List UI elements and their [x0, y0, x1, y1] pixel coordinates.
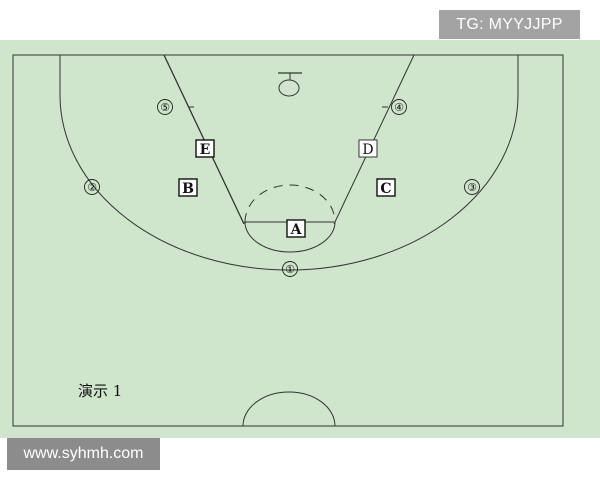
svg-text:①: ① [285, 263, 295, 276]
svg-text:A: A [290, 222, 303, 238]
svg-text:②: ② [87, 181, 97, 194]
basket-rim [278, 79, 300, 97]
three-point-line [59, 55, 519, 271]
diagram-caption: 演示 1 [78, 382, 122, 400]
svg-text:④: ④ [394, 101, 404, 114]
offense-player-1: ① [282, 261, 298, 277]
lane-line-right [333, 54, 415, 225]
defense-player-e: E [195, 139, 215, 158]
free-throw-circle-dashed [244, 184, 336, 223]
defense-player-b: B [178, 178, 198, 197]
offense-player-2: ② [84, 179, 100, 195]
offense-player-5: ⑤ [157, 99, 173, 115]
free-throw-circle-solid [244, 221, 336, 253]
svg-text:D: D [362, 142, 373, 158]
svg-text:③: ③ [467, 181, 477, 194]
defense-player-d: D [358, 139, 378, 158]
court-boundary [12, 54, 564, 427]
offense-player-3: ③ [464, 179, 480, 195]
defense-player-a: A [286, 219, 306, 238]
defense-player-c: C [376, 178, 396, 197]
svg-text:C: C [380, 181, 391, 197]
court-background [0, 40, 600, 438]
svg-text:⑤: ⑤ [160, 101, 170, 114]
svg-text:E: E [200, 142, 211, 158]
watermark-top: TG: MYYJJPP [439, 10, 580, 39]
center-circle [242, 391, 336, 427]
svg-text:B: B [182, 181, 194, 197]
watermark-bottom: www.syhmh.com [7, 438, 160, 470]
offense-player-4: ④ [391, 99, 407, 115]
